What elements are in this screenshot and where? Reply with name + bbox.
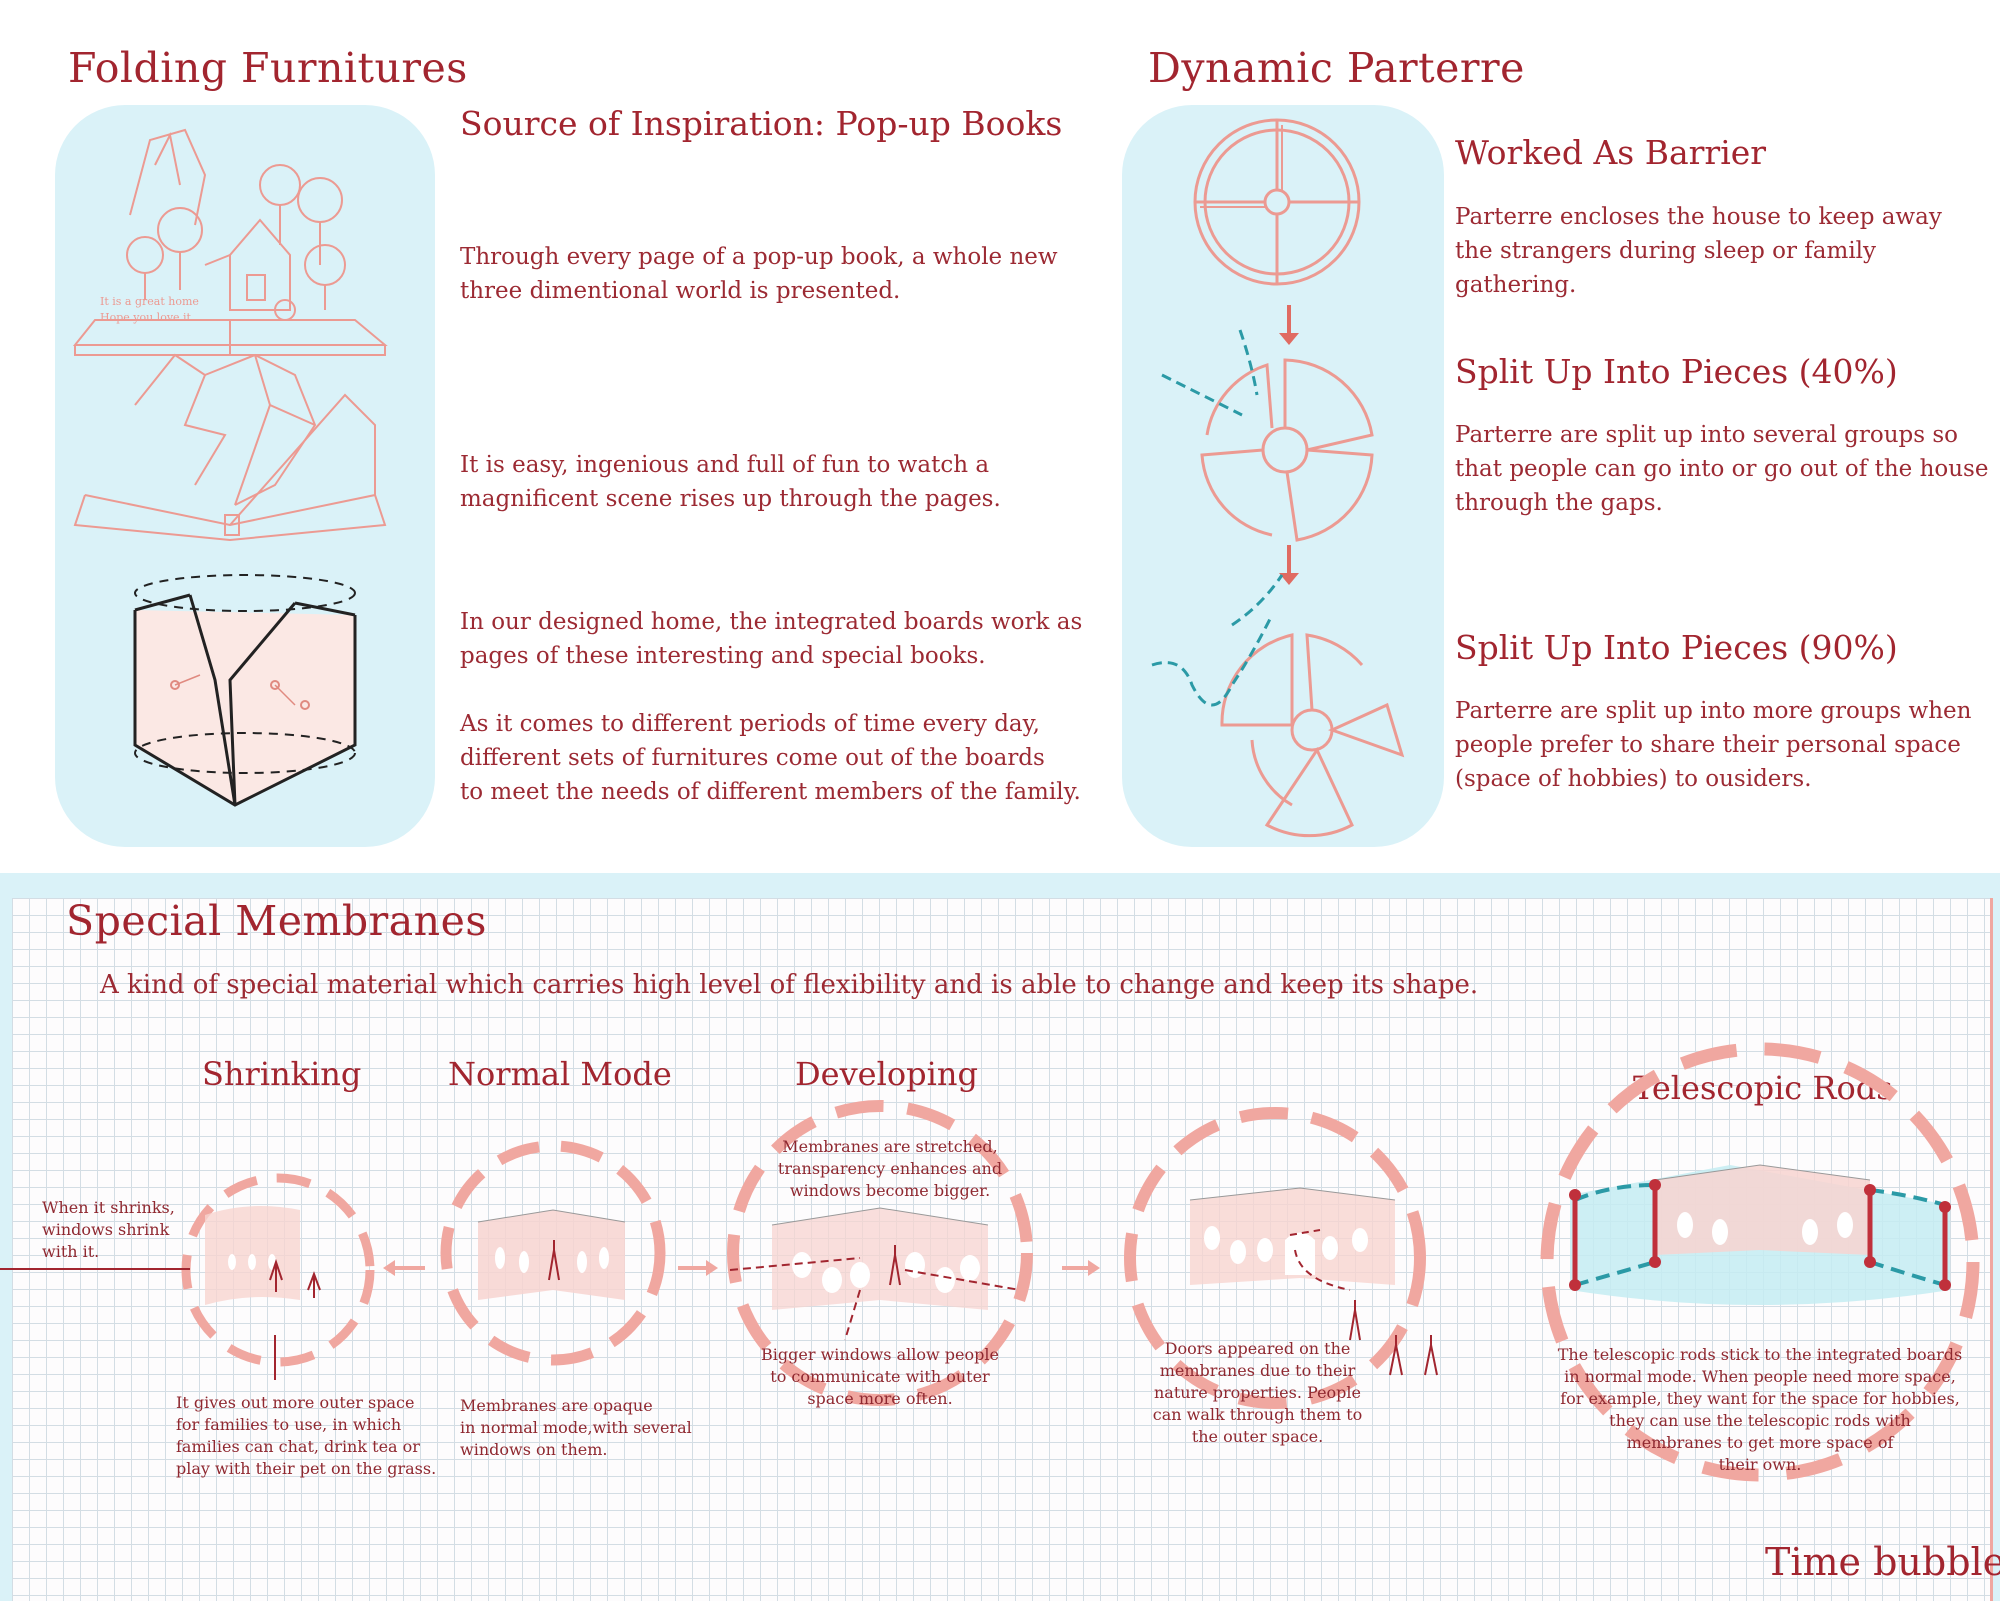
shrinking-bubble [0, 1173, 375, 1380]
arrow-left-icon [383, 1260, 425, 1276]
opening-path-icon [1161, 373, 1243, 417]
person-icon [1424, 1335, 1438, 1376]
folding-paragraph-2: It is easy, ingenious and full of fun to… [460, 452, 1001, 512]
folding-paragraph-4: As it comes to different periods of time… [460, 711, 1081, 805]
folding-title: Folding Furnitures [68, 44, 468, 92]
doors-bubble [1124, 1107, 1438, 1409]
folding-subtitle: Source of Inspiration: Pop-up Books [460, 104, 1063, 143]
person-icon [889, 1245, 901, 1286]
opening-path-icon [1231, 574, 1284, 627]
parterre-item-3-heading: Split Up Into Pieces (90%) [1455, 628, 1898, 667]
parterre-item-1-heading: Worked As Barrier [1455, 133, 1767, 172]
parterre-diagrams [1151, 118, 1405, 838]
telescopic-rods-bubble [1540, 1042, 1980, 1482]
arrow-right-icon [1062, 1260, 1100, 1276]
arrow-right-icon [678, 1260, 718, 1276]
developing-bubble [727, 1100, 1033, 1406]
person-icon [1349, 1300, 1361, 1341]
parterre-illustration-panel [1122, 105, 1444, 847]
parterre-title: Dynamic Parterre [1148, 44, 1525, 92]
membranes-title: Special Membranes [66, 897, 487, 945]
normal-mode-bubble [440, 1140, 666, 1366]
person-icon [1389, 1335, 1403, 1376]
note-normal-below: Membranes are opaque in normal mode,with… [460, 1396, 692, 1459]
grid-paper-background [12, 898, 1993, 1601]
person-icon [548, 1240, 560, 1281]
popup-book-text-line-1: It is a great home [100, 295, 199, 308]
folding-paragraph-1: Through every page of a pop-up book, a w… [460, 244, 1058, 304]
note-telescopic-rods: The telescopic rods stick to the integra… [1557, 1345, 1963, 1474]
folding-illustration-panel: It is a great home Hope you love it. [55, 105, 435, 847]
telescopic-rod-icon [1864, 1184, 1876, 1268]
stage-normal-mode-label: Normal Mode [448, 1055, 672, 1093]
stage-developing-label: Developing [795, 1055, 978, 1093]
parterre-closed-icon [1193, 118, 1361, 286]
parterre-split-90-icon [1220, 633, 1405, 838]
arrow-down-icon [1279, 545, 1299, 585]
telescopic-rod-icon [1569, 1189, 1581, 1291]
membranes-description: A kind of special material which carries… [100, 970, 1479, 1000]
parterre-split-40-icon [1200, 358, 1374, 542]
arrow-down-icon [1279, 305, 1299, 345]
parterre-item-3-text: Parterre are split up into more groups w… [1455, 698, 1972, 792]
popup-book-house-icon [72, 128, 388, 356]
folding-paragraph-3: In our designed home, the integrated boa… [460, 609, 1083, 669]
note-developing-top: Membranes are stretched, transparency en… [777, 1137, 1003, 1200]
opening-path-icon [1151, 614, 1274, 707]
popup-book-text-line-2: Hope you love it. [100, 311, 194, 324]
opening-path-icon [1238, 329, 1259, 396]
folding-boards-cylinder-icon [133, 574, 357, 807]
note-developing-bottom: Bigger windows allow people to communica… [761, 1345, 999, 1408]
note-shrink-below: It gives out more outer space for famili… [176, 1393, 437, 1478]
popup-book-sculpture-icon [73, 353, 387, 542]
parterre-item-1-text: Parterre encloses the house to keep away… [1455, 204, 1942, 298]
parterre-item-2-heading: Split Up Into Pieces (40%) [1455, 352, 1898, 391]
person-icon [269, 1258, 283, 1292]
note-doors: Doors appeared on the membranes due to t… [1152, 1339, 1363, 1446]
telescopic-rod-icon [1649, 1179, 1661, 1268]
person-icon [307, 1271, 321, 1298]
popup-book-illustrations: It is a great home Hope you love it. [72, 128, 388, 807]
telescopic-rod-icon [1939, 1201, 1951, 1291]
time-bubble-label: Time bubble [1765, 1540, 2000, 1584]
stage-shrinking-label: Shrinking [202, 1055, 362, 1093]
parterre-item-2-text: Parterre are split up into several group… [1455, 422, 1989, 516]
note-shrink-side: When it shrinks, windows shrink with it. [42, 1198, 175, 1261]
